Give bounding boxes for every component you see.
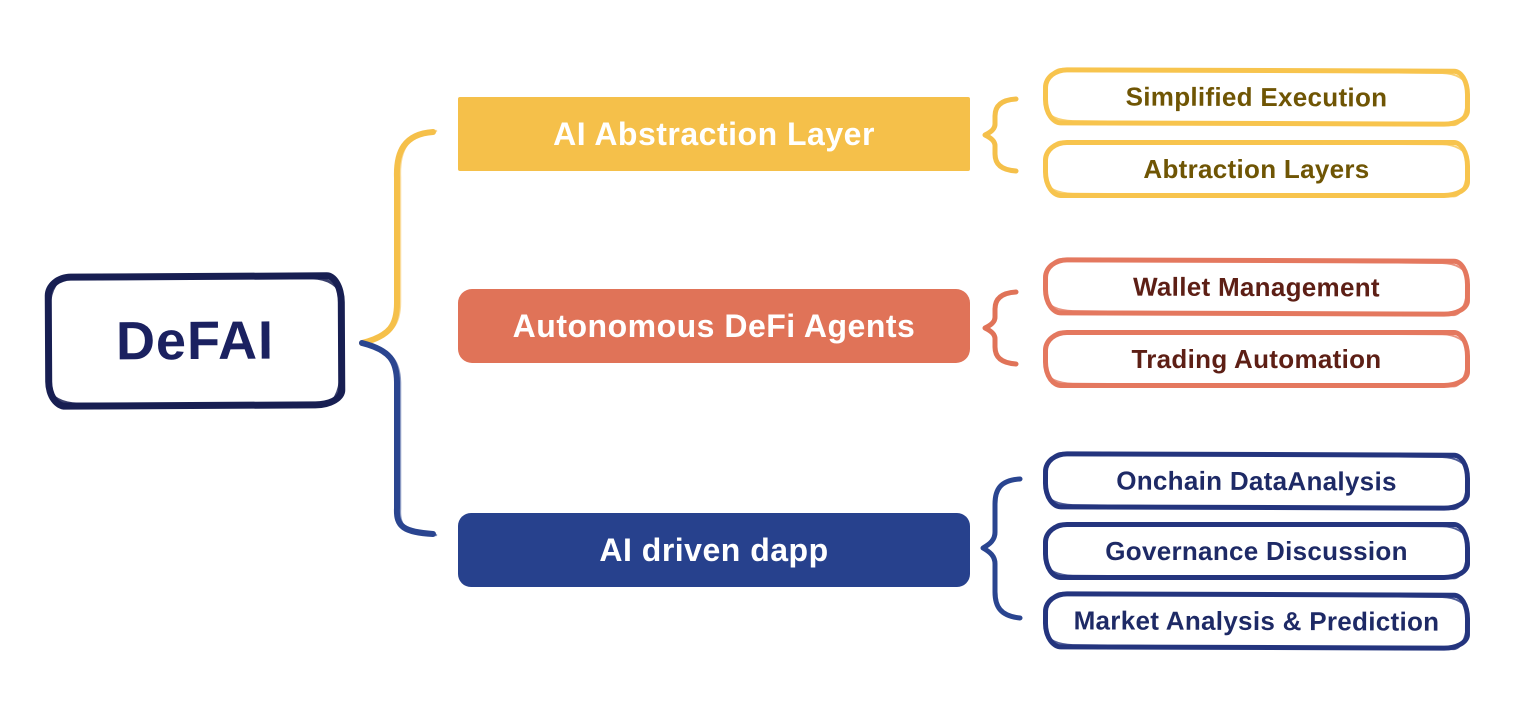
main-curly-brace — [359, 129, 438, 537]
main-brace-bottom-blue-sketch — [363, 342, 438, 537]
coral-brace-sketch — [985, 291, 1019, 365]
coral-curly-brace — [982, 289, 1019, 367]
root-node-defai: DeFAI — [44, 272, 346, 410]
main-brace-top-yellow-sketch — [363, 129, 438, 344]
leaf-governance-discussion: Governance Discussion — [1043, 522, 1470, 580]
main-brace-top-yellow — [359, 129, 436, 346]
branch-autonomous-defi-agents: Autonomous DeFi Agents — [458, 289, 970, 363]
leaf-trading-automation: Trading Automation — [1043, 330, 1470, 388]
yellow-brace-path — [982, 96, 1019, 174]
leaf-simplified-execution: Simplified Execution — [1042, 67, 1471, 127]
coral-brace-path — [982, 289, 1019, 367]
branch-label: AI driven dapp — [599, 531, 829, 568]
root-label: DeFAI — [115, 310, 275, 372]
leaf-label: Simplified Execution — [1125, 81, 1388, 112]
leaf-label: Wallet Management — [1133, 271, 1380, 302]
branch-label: Autonomous DeFi Agents — [512, 307, 916, 344]
branch-ai-abstraction-layer: AI Abstraction Layer — [458, 97, 970, 171]
yellow-curly-brace — [982, 96, 1019, 174]
leaf-label: Governance Discussion — [1105, 535, 1408, 566]
navy-brace-sketch — [983, 478, 1023, 619]
leaf-label: Trading Automation — [1131, 343, 1382, 374]
main-brace-bottom-blue — [359, 340, 436, 537]
leaf-wallet-management: Wallet Management — [1042, 257, 1471, 317]
leaf-label: Onchain DataAnalysis — [1116, 465, 1397, 496]
branch-ai-driven-dapp: AI driven dapp — [458, 513, 970, 587]
yellow-brace-sketch — [985, 98, 1019, 172]
leaf-market-analysis-prediction: Market Analysis & Prediction — [1042, 591, 1471, 651]
leaf-abtraction-layers: Abtraction Layers — [1043, 140, 1470, 198]
leaf-label: Market Analysis & Prediction — [1073, 604, 1440, 637]
leaf-onchain-dataanalysis: Onchain DataAnalysis — [1042, 451, 1471, 511]
navy-brace-path — [980, 476, 1023, 621]
branch-label: AI Abstraction Layer — [553, 115, 875, 152]
leaf-label: Abtraction Layers — [1143, 153, 1370, 184]
navy-curly-brace — [980, 476, 1023, 621]
